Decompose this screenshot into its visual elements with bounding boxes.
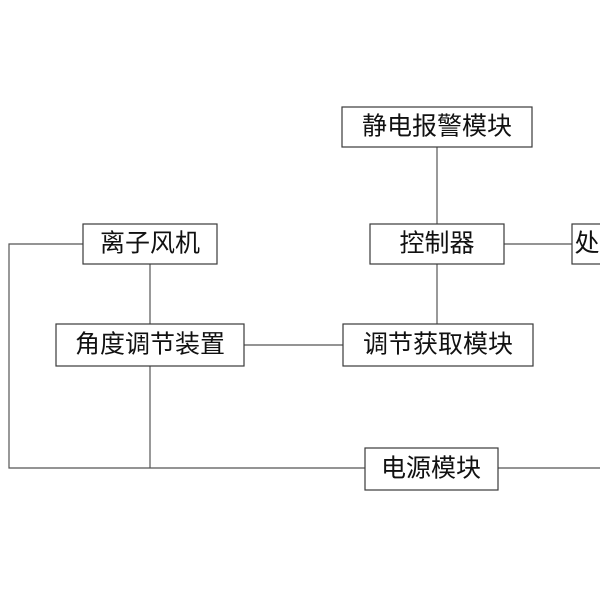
- node-static-alarm-label: 静电报警模块: [362, 112, 512, 141]
- node-power: 电源模块: [364, 447, 499, 491]
- node-angle-adjust-label: 角度调节装置: [75, 330, 225, 359]
- connectors: [8, 147, 600, 469]
- node-power-label: 电源模块: [381, 454, 481, 483]
- node-static-alarm: 静电报警模块: [341, 106, 533, 148]
- node-ion-fan-label: 离子风机: [100, 229, 200, 258]
- node-angle-adjust: 角度调节装置: [55, 323, 245, 367]
- node-right-cutoff-label: 处: [574, 229, 599, 258]
- node-controller-label: 控制器: [399, 229, 474, 258]
- node-adjust-acquire: 调节获取模块: [342, 323, 534, 367]
- node-controller: 控制器: [369, 223, 505, 265]
- node-ion-fan: 离子风机: [82, 223, 218, 265]
- node-adjust-acquire-label: 调节获取模块: [363, 330, 513, 359]
- connector-fan-left-loop: [8, 243, 365, 469]
- node-right-cutoff: 处: [571, 223, 600, 265]
